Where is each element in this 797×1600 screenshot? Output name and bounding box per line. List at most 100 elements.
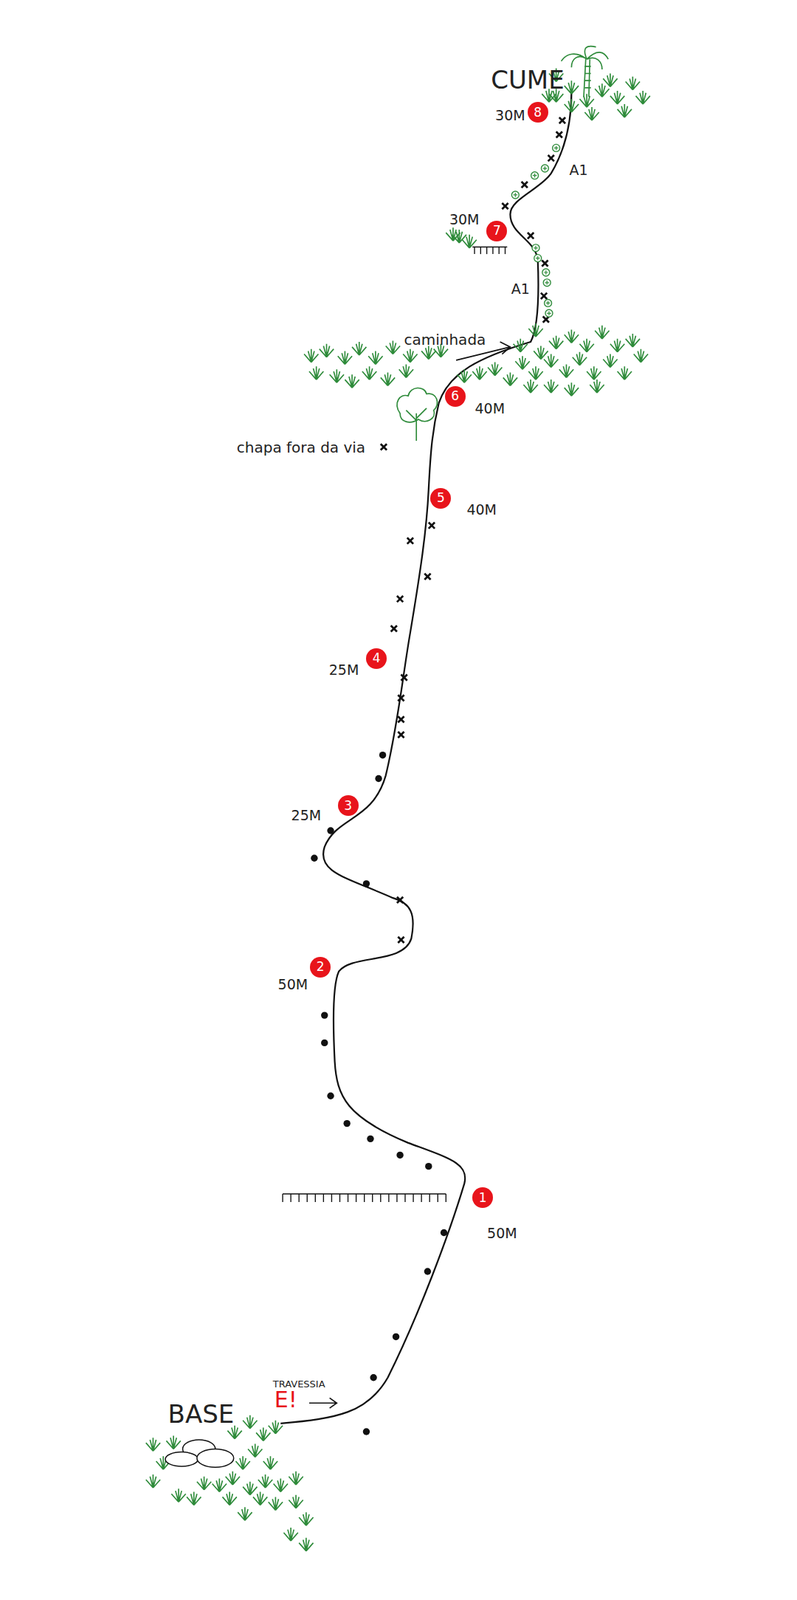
grass-tuft bbox=[258, 1473, 273, 1487]
bolt-dot bbox=[363, 879, 370, 887]
gear-placement bbox=[540, 164, 549, 172]
grass-tuft bbox=[247, 1443, 262, 1457]
pitch-label: 7 bbox=[492, 224, 502, 237]
ledge-tick bbox=[412, 1193, 414, 1202]
grass-tuft bbox=[344, 374, 359, 388]
ledge-tick bbox=[396, 1193, 398, 1202]
pitch-label: 6 bbox=[450, 389, 460, 403]
pitch-number: 3 bbox=[337, 794, 359, 816]
grass-tuft bbox=[273, 1478, 288, 1492]
grass-tuft bbox=[633, 349, 648, 363]
grass-tuft bbox=[602, 73, 617, 88]
belay-ledge bbox=[282, 246, 507, 1194]
grass-tuft bbox=[503, 371, 518, 386]
ledge-tick bbox=[363, 1193, 365, 1202]
grass-tuft bbox=[329, 368, 344, 383]
ledge-tick bbox=[323, 1193, 324, 1202]
pitch-length: 50M bbox=[487, 1225, 518, 1240]
pitch-length: 40M bbox=[474, 401, 505, 416]
gear-placement bbox=[511, 191, 519, 199]
grass-tuft bbox=[457, 368, 472, 383]
bolt-cross bbox=[559, 117, 566, 124]
grass-tuft bbox=[617, 366, 632, 380]
grass-tuft bbox=[146, 1436, 161, 1451]
bolt-cross bbox=[541, 259, 548, 266]
gear-placement bbox=[532, 244, 540, 252]
grass-tuft bbox=[579, 338, 594, 353]
gear-cross bbox=[532, 173, 538, 178]
grass-tuft bbox=[298, 1511, 313, 1525]
grass-tuft bbox=[263, 1455, 278, 1469]
ledge-tick bbox=[437, 1193, 439, 1202]
grass-tuft bbox=[610, 90, 625, 105]
aid-grade: A1 bbox=[511, 281, 530, 296]
grass-tuft bbox=[584, 107, 599, 121]
grass-tuft bbox=[227, 1425, 242, 1439]
pitch-label: 1 bbox=[478, 1191, 488, 1204]
bolt-cross bbox=[397, 595, 403, 602]
ledge-tick bbox=[281, 1193, 283, 1202]
grass-tuft bbox=[362, 366, 377, 380]
grass-tuft bbox=[625, 76, 640, 91]
grass-tuft bbox=[421, 346, 436, 360]
grass-tuft bbox=[513, 338, 528, 353]
grass-tuft bbox=[237, 1506, 252, 1520]
grass-tuft bbox=[186, 1491, 201, 1505]
grass-tuft bbox=[268, 1419, 283, 1434]
grass-tuft bbox=[625, 333, 640, 347]
bolt-cross bbox=[424, 573, 431, 580]
bolt-dot bbox=[379, 751, 386, 758]
grass-tuft bbox=[319, 343, 334, 358]
grass-tuft bbox=[146, 1473, 161, 1487]
grass-tuft bbox=[298, 1537, 313, 1551]
base-rocks bbox=[165, 1439, 234, 1467]
ledge-tick bbox=[331, 1193, 333, 1202]
ledge-tick bbox=[347, 1193, 349, 1202]
grass-tufts bbox=[146, 68, 651, 1551]
gear-placement bbox=[552, 143, 561, 152]
base-label: BASE bbox=[168, 1400, 235, 1426]
grass-tuft bbox=[222, 1491, 237, 1505]
ledge-tick bbox=[498, 246, 500, 254]
grass-tuft bbox=[385, 340, 400, 355]
bolt-dot bbox=[374, 774, 382, 782]
grass-tuft bbox=[543, 379, 558, 393]
grass-tuft bbox=[579, 93, 594, 108]
pitch-length: 40M bbox=[466, 502, 497, 517]
pitch-number: 6 bbox=[444, 385, 466, 407]
grass-tuft bbox=[472, 366, 487, 380]
gear-cross bbox=[543, 270, 549, 275]
grass-tuft bbox=[368, 350, 383, 364]
grass-tuft bbox=[594, 325, 609, 339]
grass-tuft bbox=[288, 1470, 303, 1485]
ledge-tick bbox=[315, 1193, 316, 1202]
pitch-length: 30M bbox=[495, 108, 526, 123]
grass-tuft bbox=[528, 323, 543, 337]
grass-tuft bbox=[523, 379, 538, 393]
grass-tuft bbox=[610, 338, 625, 353]
grass-tuft bbox=[268, 1495, 283, 1510]
bolt-cross bbox=[556, 131, 563, 138]
gear-placement bbox=[534, 254, 542, 262]
pitch-length: 30M bbox=[449, 212, 480, 227]
grass-tuft bbox=[594, 83, 609, 97]
gear-placement bbox=[544, 298, 552, 307]
pitch-number: 8 bbox=[527, 101, 549, 123]
grass-tuft bbox=[636, 90, 651, 105]
pitch-label: 5 bbox=[436, 491, 445, 505]
bolt-cross bbox=[521, 181, 528, 188]
grass-tuft bbox=[533, 346, 548, 360]
palm-tree bbox=[561, 46, 609, 98]
bolt-cross bbox=[400, 674, 407, 681]
bolt-dot bbox=[424, 1267, 431, 1274]
gear-cross bbox=[543, 166, 548, 171]
gear-cross bbox=[544, 280, 550, 285]
pitch-number: 2 bbox=[309, 956, 331, 978]
ledge-ticks bbox=[282, 246, 505, 1202]
gear-cross bbox=[535, 256, 541, 261]
bolt-cross bbox=[397, 694, 404, 701]
gear-placement bbox=[531, 171, 539, 180]
gear-placement bbox=[543, 278, 551, 287]
